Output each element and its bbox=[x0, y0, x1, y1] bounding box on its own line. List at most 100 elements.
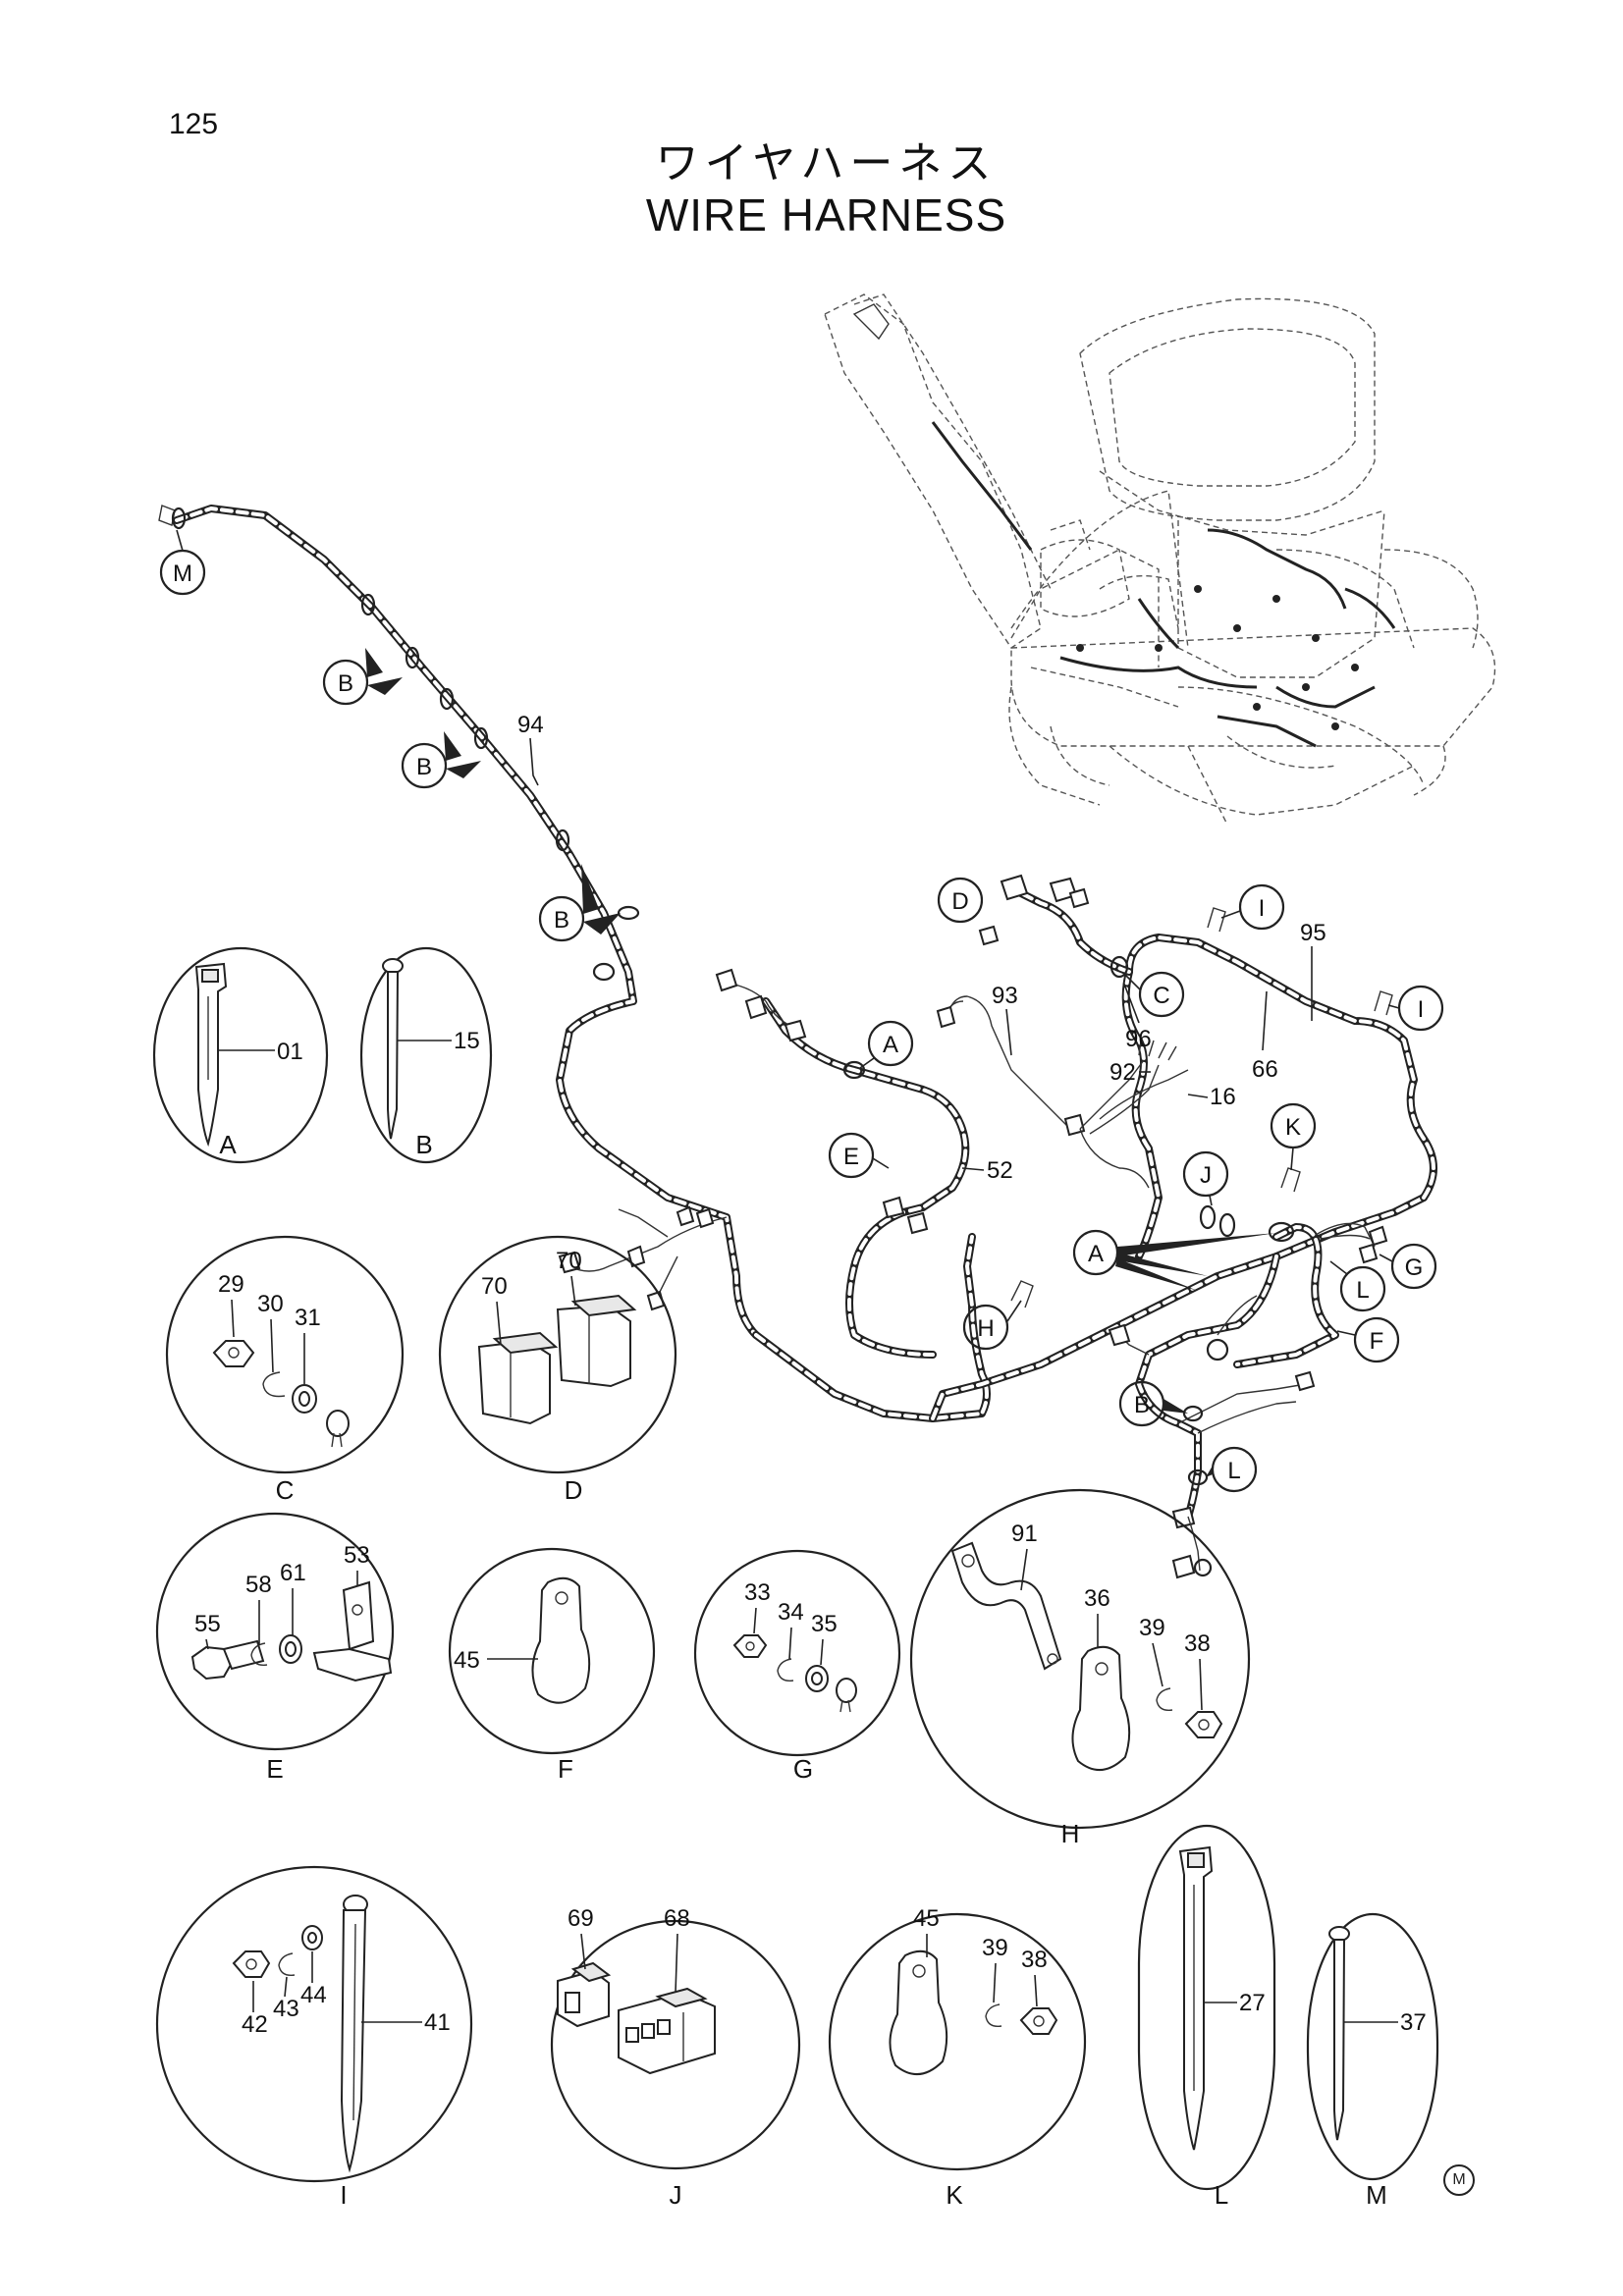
svg-text:G: G bbox=[1405, 1255, 1424, 1281]
detail-h: 91 36 39 38 H bbox=[909, 1488, 1251, 1848]
harness-numbers: 94 95 96 93 92 16 66 52 bbox=[517, 712, 1326, 1184]
part-01: 01 bbox=[277, 1039, 303, 1065]
svg-text:96: 96 bbox=[1125, 1026, 1152, 1052]
part-30: 30 bbox=[257, 1291, 284, 1317]
detail-i-outline bbox=[155, 1865, 473, 2183]
part-53: 53 bbox=[344, 1542, 370, 1569]
detail-i-caption: I bbox=[340, 2180, 347, 2210]
callout-c: C bbox=[1123, 971, 1185, 1018]
part-31: 31 bbox=[295, 1305, 321, 1331]
detail-d-caption: D bbox=[565, 1475, 583, 1505]
svg-text:F: F bbox=[1370, 1328, 1384, 1355]
part-42: 42 bbox=[242, 2011, 268, 2038]
detail-g: 33 34 35 G bbox=[693, 1549, 901, 1784]
detail-c: 29 30 31 C bbox=[165, 1235, 405, 1505]
callout-k: K bbox=[1270, 1102, 1317, 1171]
svg-text:M: M bbox=[173, 561, 192, 587]
svg-text:E: E bbox=[843, 1144, 859, 1170]
callout-b-3: B bbox=[538, 864, 621, 942]
detail-e: 55 58 61 53 E bbox=[155, 1512, 395, 1784]
detail-j: 69 68 J bbox=[550, 1905, 801, 2210]
callout-j: J bbox=[1182, 1150, 1229, 1206]
callout-b-2: B bbox=[401, 731, 481, 789]
svg-text:I: I bbox=[1418, 996, 1425, 1023]
detail-f-outline bbox=[448, 1547, 656, 1755]
callout-b-4: B bbox=[1118, 1380, 1188, 1427]
callout-a-2: A bbox=[1072, 1229, 1276, 1291]
harness-94 bbox=[158, 505, 760, 1339]
part-69: 69 bbox=[568, 1905, 594, 1932]
callout-f: F bbox=[1336, 1316, 1400, 1363]
part-68: 68 bbox=[664, 1905, 690, 1932]
callout-l-2: L bbox=[1206, 1446, 1258, 1493]
part-38-h: 38 bbox=[1184, 1630, 1211, 1657]
detail-c-outline bbox=[165, 1235, 405, 1474]
svg-text:L: L bbox=[1356, 1277, 1369, 1304]
svg-text:B: B bbox=[554, 907, 569, 934]
svg-text:B: B bbox=[338, 670, 353, 697]
detail-d-outline bbox=[438, 1235, 677, 1474]
callout-a-1: A bbox=[859, 1020, 914, 1069]
harness-main-body bbox=[715, 874, 1437, 1579]
part-61: 61 bbox=[280, 1560, 306, 1586]
detail-k-outline bbox=[828, 1912, 1087, 2171]
part-39-k: 39 bbox=[982, 1935, 1008, 1961]
svg-text:H: H bbox=[977, 1315, 994, 1342]
part-44: 44 bbox=[300, 1982, 327, 2008]
part-27: 27 bbox=[1239, 1990, 1266, 2016]
part-45-f: 45 bbox=[454, 1647, 480, 1674]
svg-text:K: K bbox=[1285, 1114, 1301, 1141]
part-29: 29 bbox=[218, 1271, 244, 1298]
svg-text:D: D bbox=[951, 888, 968, 915]
part-34: 34 bbox=[778, 1599, 804, 1626]
part-43: 43 bbox=[273, 1996, 299, 2022]
part-38-k: 38 bbox=[1021, 1947, 1048, 1973]
machine-overview bbox=[824, 294, 1496, 826]
detail-j-caption: J bbox=[670, 2180, 682, 2210]
part-37: 37 bbox=[1400, 2009, 1427, 2036]
callout-m-top: M bbox=[159, 529, 206, 596]
part-91: 91 bbox=[1011, 1521, 1038, 1547]
detail-g-caption: G bbox=[793, 1754, 813, 1784]
detail-b-caption: B bbox=[415, 1130, 432, 1159]
detail-l-caption: L bbox=[1215, 2180, 1228, 2210]
detail-l: 27 L bbox=[1137, 1824, 1276, 2210]
callout-h: H bbox=[962, 1300, 1022, 1351]
detail-f-caption: F bbox=[558, 1754, 573, 1784]
detail-d: 70 70 D bbox=[438, 1235, 677, 1505]
detail-m-outline bbox=[1306, 1912, 1439, 2181]
detail-b: 15 B bbox=[359, 946, 493, 1164]
svg-text:I: I bbox=[1259, 895, 1266, 922]
detail-g-outline bbox=[693, 1549, 901, 1757]
part-70-right: 70 bbox=[556, 1248, 582, 1274]
page-number: 125 bbox=[169, 108, 219, 140]
detail-a-outline bbox=[152, 946, 329, 1164]
detail-k-caption: K bbox=[946, 2180, 963, 2210]
svg-text:66: 66 bbox=[1252, 1056, 1278, 1083]
part-36: 36 bbox=[1084, 1585, 1110, 1612]
callout-i-2: I bbox=[1387, 985, 1444, 1032]
detail-e-caption: E bbox=[266, 1754, 283, 1784]
callout-b-1: B bbox=[322, 648, 403, 706]
detail-a-caption: A bbox=[219, 1130, 237, 1159]
detail-l-outline bbox=[1137, 1824, 1276, 2191]
svg-text:A: A bbox=[883, 1032, 898, 1058]
svg-text:A: A bbox=[1088, 1241, 1104, 1267]
detail-c-caption: C bbox=[276, 1475, 295, 1505]
svg-text:92: 92 bbox=[1109, 1059, 1136, 1086]
detail-k: 45 39 38 K bbox=[828, 1905, 1087, 2210]
detail-m: 37 M bbox=[1306, 1912, 1439, 2210]
svg-text:B: B bbox=[1134, 1392, 1150, 1418]
detail-i: 41 42 43 44 I bbox=[155, 1865, 473, 2210]
part-33: 33 bbox=[744, 1579, 771, 1606]
part-39-h: 39 bbox=[1139, 1615, 1165, 1641]
detail-e-outline bbox=[155, 1512, 395, 1751]
part-58: 58 bbox=[245, 1572, 272, 1598]
callout-l-1: L bbox=[1329, 1260, 1386, 1312]
part-35: 35 bbox=[811, 1611, 838, 1637]
title-japanese: ワイヤハーネス bbox=[655, 138, 998, 188]
detail-b-outline bbox=[359, 946, 493, 1164]
detail-m-caption: M bbox=[1366, 2180, 1387, 2210]
